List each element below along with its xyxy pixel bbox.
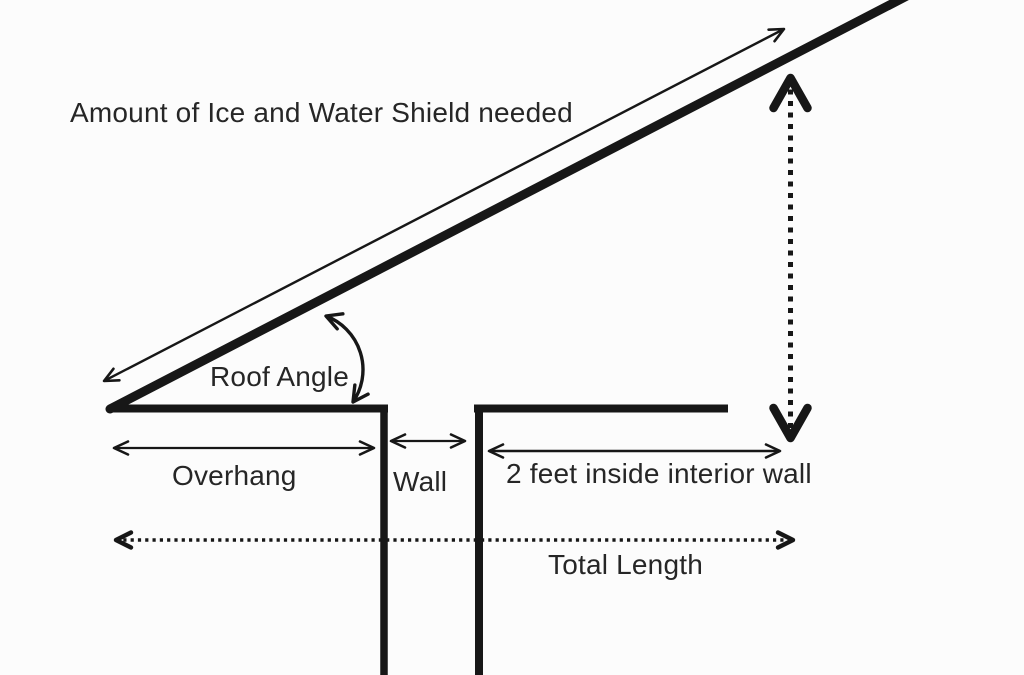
roof-angle-label: Roof Angle xyxy=(210,361,349,392)
wall-label: Wall xyxy=(393,466,448,497)
overhang-label: Overhang xyxy=(172,460,297,491)
roof-angle-arc-arrow xyxy=(324,312,370,404)
two-feet-label: 2 feet inside interior wall xyxy=(506,458,812,489)
shield-amount-label: Amount of Ice and Water Shield needed xyxy=(70,97,573,128)
roof-slope-line xyxy=(105,0,909,414)
shield-length-arrow xyxy=(102,27,786,383)
total-length-label: Total Length xyxy=(548,549,703,580)
